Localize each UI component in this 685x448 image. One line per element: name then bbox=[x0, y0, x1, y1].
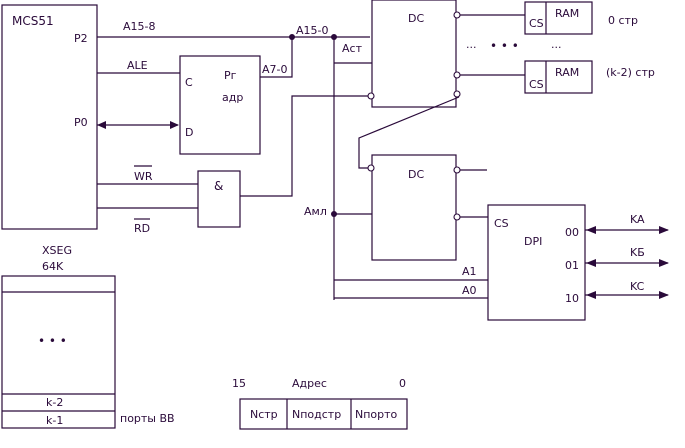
xseg-row-label: k-1 bbox=[46, 414, 63, 427]
p0-arrow-left bbox=[97, 121, 106, 129]
dpi-port-arrow-left bbox=[586, 226, 596, 234]
address-bit-high: 15 bbox=[232, 377, 246, 390]
and-gate-label: & bbox=[214, 179, 223, 193]
a15-0-label: A15-0 bbox=[296, 24, 329, 37]
dpi-port-label: KA bbox=[630, 213, 645, 226]
dpi-port-pin: 10 bbox=[565, 292, 579, 305]
xseg-dots: • • • bbox=[38, 334, 67, 348]
ram-k2-caption: (k-2) стр bbox=[606, 66, 655, 79]
dpi-port-row: 01 KБ bbox=[565, 246, 669, 272]
register-title: Pг bbox=[224, 69, 237, 82]
dpi-label: DPI bbox=[524, 235, 542, 248]
dpi-block bbox=[487, 204, 586, 321]
xseg-row-label: k-2 bbox=[46, 396, 63, 409]
a15-8-label: A15-8 bbox=[123, 20, 156, 33]
ram-k2-label: RAM bbox=[555, 66, 579, 79]
address-field: Nпорто bbox=[355, 408, 398, 421]
dpi-port-pin: 01 bbox=[565, 259, 579, 272]
ellipsis-right: ... bbox=[551, 38, 562, 51]
address-field: Nподстр bbox=[292, 408, 341, 421]
address-format-box bbox=[239, 398, 408, 430]
p2-pin-label: P2 bbox=[74, 32, 88, 45]
address-field: Nстр bbox=[250, 408, 278, 421]
p0-arrow-right bbox=[170, 121, 179, 129]
acm-label: Aст bbox=[342, 42, 363, 55]
dpi-port-arrow-right bbox=[659, 226, 669, 234]
and-gate bbox=[197, 170, 241, 228]
dc-bottom-label: DC bbox=[408, 168, 424, 181]
dc-top-label: DC bbox=[408, 12, 424, 25]
address-title: Адрес bbox=[292, 377, 327, 390]
dpi-port-arrow-right bbox=[659, 291, 669, 299]
ram-0-block bbox=[524, 1, 593, 35]
dpi-cs-label: CS bbox=[494, 217, 509, 230]
aml-label: Амл bbox=[304, 205, 327, 218]
dc-top-block bbox=[371, 0, 457, 108]
dc-bottom-enable-inversion bbox=[367, 164, 375, 172]
dc-top-to-dc-bottom-line bbox=[358, 96, 460, 169]
xseg-title: XSEG bbox=[42, 244, 72, 257]
a7-0-label: A7-0 bbox=[262, 63, 288, 76]
wr-label: WR bbox=[134, 170, 153, 183]
dc-bottom-out0-inversion bbox=[453, 166, 461, 174]
ram-0-cs: CS bbox=[529, 17, 544, 30]
and-output-line bbox=[240, 95, 368, 197]
mcs51-block bbox=[1, 4, 98, 230]
ale-label: ALE bbox=[127, 59, 148, 72]
dpi-port-arrow-left bbox=[586, 259, 596, 267]
rd-label: RD bbox=[134, 222, 150, 235]
a15-0-junction bbox=[289, 34, 295, 40]
dpi-port-label: KC bbox=[630, 280, 645, 293]
ram-0-label: RAM bbox=[555, 7, 579, 20]
ellipsis-small: ... bbox=[466, 38, 477, 51]
xseg-size: 64K bbox=[42, 260, 64, 273]
dpi-port-arrow-left bbox=[586, 291, 596, 299]
dpi-port-arrow-right bbox=[659, 259, 669, 267]
ellipsis-big: • • • bbox=[490, 39, 519, 53]
dc-top-out2-inversion bbox=[453, 90, 461, 98]
dc-bottom-out1-inversion bbox=[453, 213, 461, 221]
bus-junction-top bbox=[331, 34, 337, 40]
p0-pin-label: P0 bbox=[74, 116, 88, 129]
mcs51-label: MCS51 bbox=[12, 14, 54, 28]
register-pin-d: D bbox=[185, 126, 193, 139]
xseg-block bbox=[1, 275, 116, 429]
dpi-port-label: KБ bbox=[630, 246, 645, 259]
register-subtitle: адр bbox=[222, 91, 243, 104]
dc-top-out0-inversion bbox=[453, 11, 461, 19]
a1-label: A1 bbox=[462, 265, 477, 278]
address-register bbox=[179, 55, 261, 155]
dc-top-enable-inversion bbox=[367, 92, 375, 100]
dpi-port-row: 10 KC bbox=[565, 280, 669, 305]
dpi-port-row: 00 KA bbox=[565, 213, 669, 239]
xseg-ports-caption: порты ВВ bbox=[120, 412, 175, 425]
dpi-port-pin: 00 bbox=[565, 226, 579, 239]
dc-top-out1-inversion bbox=[453, 71, 461, 79]
ram-k2-block bbox=[524, 60, 593, 94]
a7-0-line bbox=[260, 37, 293, 78]
a0-label: A0 bbox=[462, 284, 477, 297]
ram-k2-cs: CS bbox=[529, 78, 544, 91]
ram-0-caption: 0 стр bbox=[608, 14, 638, 27]
register-pin-c: C bbox=[185, 76, 193, 89]
address-bit-low: 0 bbox=[399, 377, 406, 390]
dc-bottom-block bbox=[371, 154, 457, 261]
